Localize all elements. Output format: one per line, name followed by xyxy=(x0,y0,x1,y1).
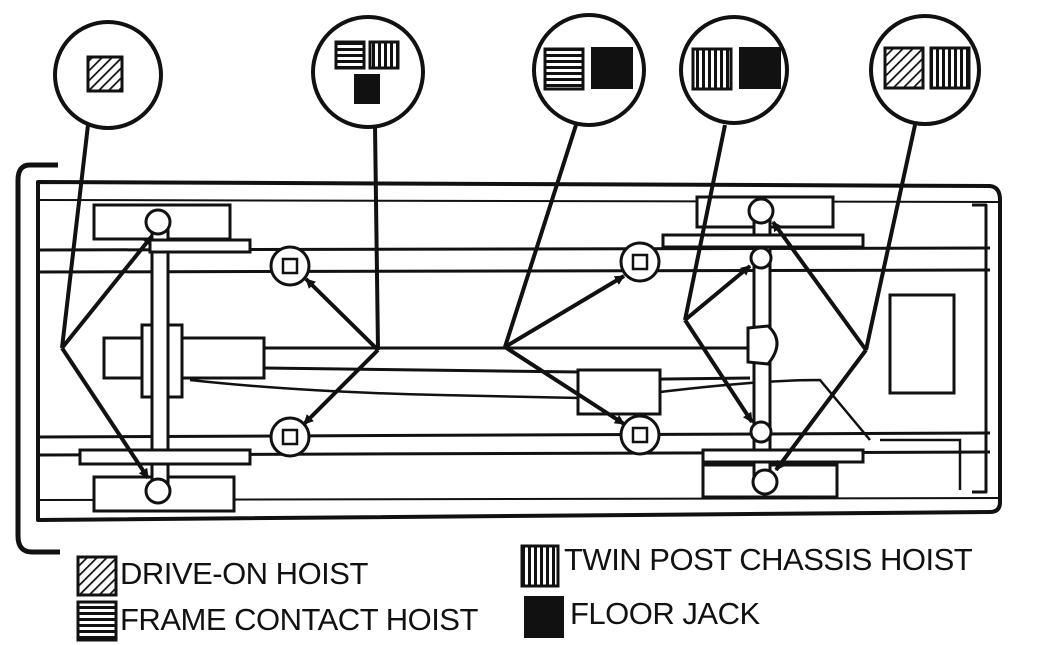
legend-drive-on-swatch xyxy=(76,555,118,597)
legend-twin-post-swatch xyxy=(520,544,560,588)
leader-lines xyxy=(60,124,917,480)
callout-rear-axle xyxy=(679,15,789,125)
drive-on-symbol xyxy=(86,55,124,93)
front-left-arm xyxy=(148,238,252,254)
legend-floor-jack-swatch xyxy=(524,596,564,638)
rear-bumper xyxy=(972,203,988,494)
legend-floor-jack: FLOOR JACK xyxy=(570,596,760,632)
driveshaft xyxy=(263,346,751,382)
legend-floor-jack-label: FLOOR JACK xyxy=(570,596,760,631)
tailpipe xyxy=(880,438,962,490)
legend-drive-on: DRIVE-ON HOIST xyxy=(120,556,368,592)
legend-swatches xyxy=(76,544,564,642)
spare-tire-well xyxy=(888,293,956,395)
engine-block xyxy=(102,336,266,380)
callout-rear-wheel xyxy=(869,14,981,126)
muffler xyxy=(576,368,662,416)
legend-twin-post-label: TWIN POST CHASSIS HOIST xyxy=(564,542,973,577)
frame-contact-symbol xyxy=(334,40,366,70)
legend-frame-contact: FRAME CONTACT HOIST xyxy=(120,602,478,638)
legend-twin-post: TWIN POST CHASSIS HOIST xyxy=(564,542,973,578)
front-bumper xyxy=(15,162,60,555)
floor-jack-symbol xyxy=(591,47,633,89)
differential xyxy=(746,324,779,366)
drivetrain xyxy=(102,293,962,490)
lift-point-front-right-wheel xyxy=(144,477,172,505)
legend-drive-on-label: DRIVE-ON HOIST xyxy=(120,556,368,591)
callout-front-axle xyxy=(53,20,163,130)
vehicle-outline xyxy=(15,162,1002,555)
twin-post-symbol xyxy=(691,47,733,91)
front-right-arm xyxy=(78,448,252,466)
callout-rear-frame xyxy=(532,13,646,127)
lift-point-rear-left-wheel xyxy=(747,197,775,225)
rear-left-spring xyxy=(661,233,865,249)
legend-frame-contact-label: FRAME CONTACT HOIST xyxy=(120,602,478,637)
floor-jack-symbol xyxy=(354,74,380,104)
legend-frame-contact-swatch xyxy=(76,600,118,642)
floor-jack-symbol xyxy=(739,47,781,89)
lift-point-front-left-wheel xyxy=(144,208,172,236)
twin-post-symbol xyxy=(368,40,400,70)
vehicle-body xyxy=(36,180,1002,522)
lift-point-rear-left-axle xyxy=(749,246,773,270)
twin-post-symbol xyxy=(929,46,971,90)
callout-front-frame xyxy=(311,15,425,129)
lift-points xyxy=(144,197,779,505)
drive-on-symbol xyxy=(883,46,925,90)
frame-contact-symbol xyxy=(543,47,585,91)
lift-point-rear-right-axle xyxy=(749,420,773,444)
lift-point-rear-right-wheel xyxy=(751,468,779,496)
